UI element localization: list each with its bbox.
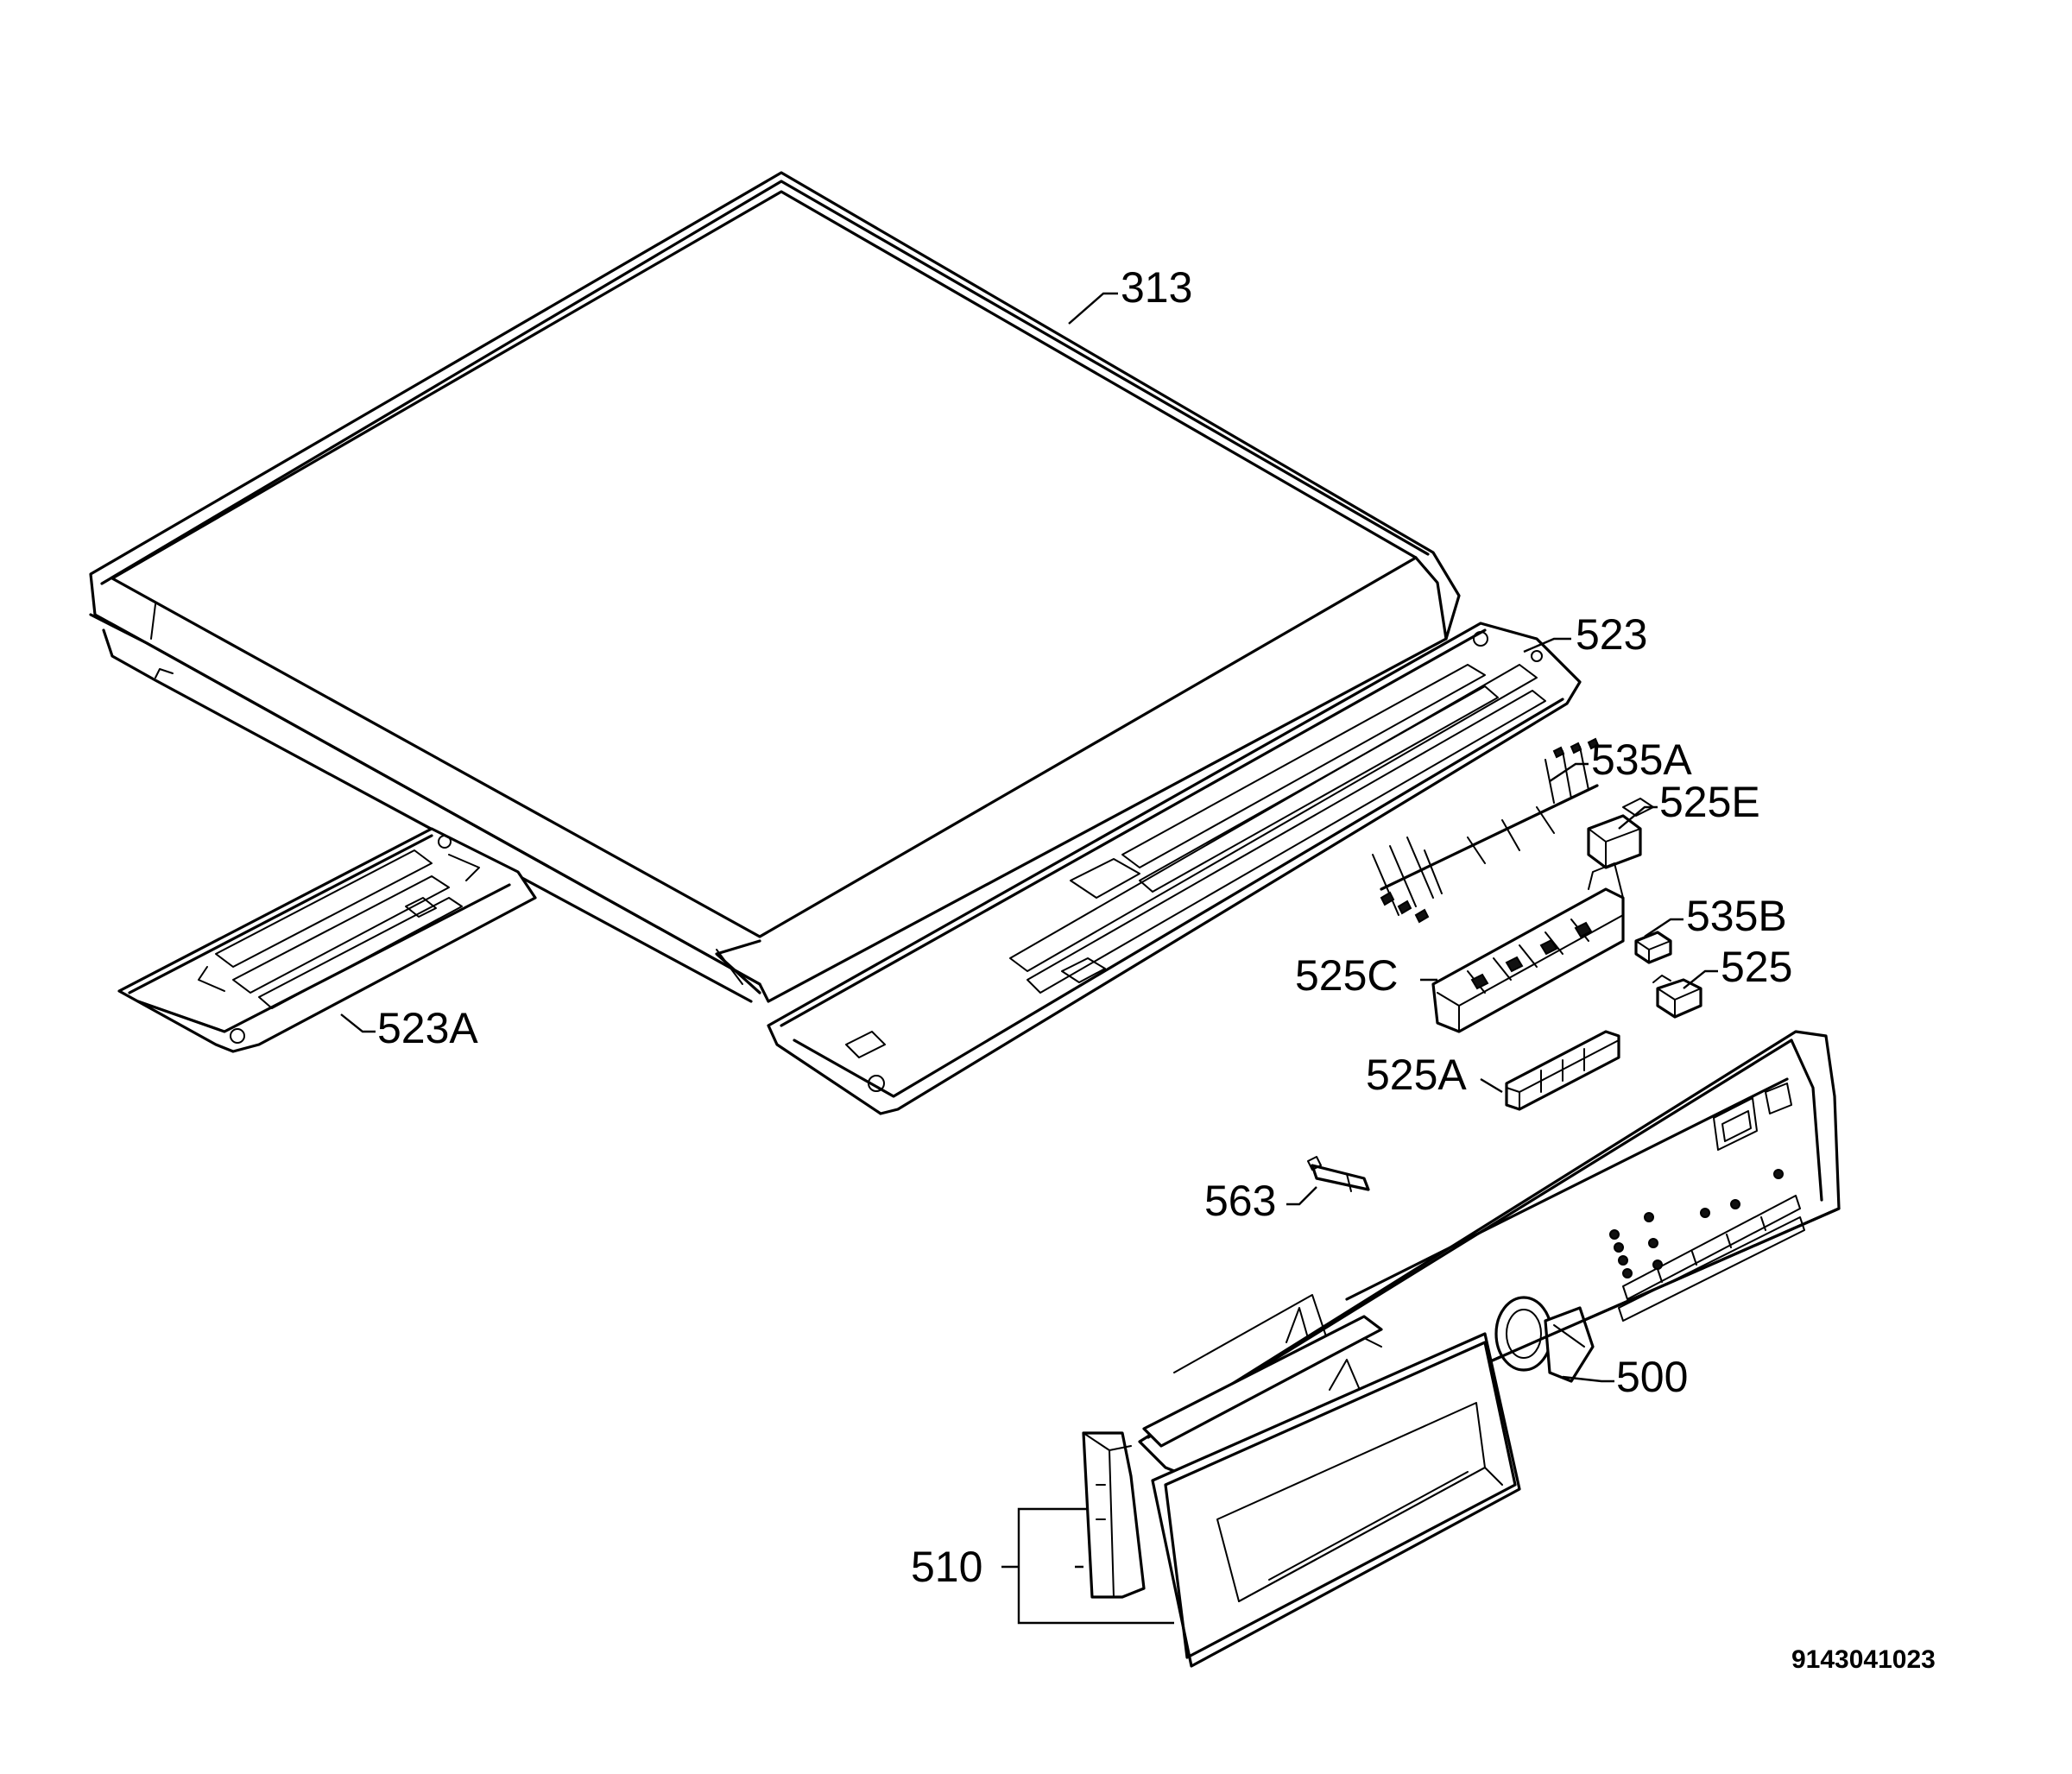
part-535B-connector[interactable] — [1634, 931, 1672, 964]
callout-535A: 535A — [1591, 735, 1692, 784]
part-525C-electronic-board[interactable] — [1431, 862, 1625, 1033]
part-523A-left-rail[interactable] — [117, 827, 537, 1053]
leader-lines — [340, 292, 1718, 1625]
document-number: 9143041023 — [1791, 1645, 1936, 1674]
part-525-switch[interactable] — [1652, 975, 1702, 1019]
callout-525C: 525C — [1295, 951, 1399, 1000]
callout-525A: 525A — [1366, 1051, 1467, 1099]
callout-525: 525 — [1721, 943, 1792, 991]
part-535A-wire-harness[interactable] — [1372, 737, 1600, 924]
callout-523: 523 — [1576, 610, 1647, 659]
callout-525E: 525E — [1659, 778, 1760, 826]
callout-510: 510 — [911, 1543, 982, 1591]
part-510-detergent-drawer[interactable] — [1082, 1307, 1521, 1668]
callout-563: 563 — [1204, 1177, 1276, 1225]
callout-500: 500 — [1616, 1353, 1688, 1401]
part-523-right-rail[interactable] — [767, 622, 1582, 1115]
part-563-light-pipe[interactable] — [1307, 1156, 1370, 1192]
part-525A-button-strip[interactable] — [1505, 1030, 1620, 1111]
callout-313: 313 — [1121, 263, 1192, 312]
callout-535B: 535B — [1686, 892, 1787, 940]
part-525E-connector[interactable] — [1587, 798, 1654, 869]
part-313-top-cover[interactable] — [89, 171, 1461, 1003]
callout-labels: 313 523 523A 535A 525E 535B 525C 525 525… — [377, 263, 1792, 1591]
callout-523A: 523A — [377, 1004, 478, 1052]
